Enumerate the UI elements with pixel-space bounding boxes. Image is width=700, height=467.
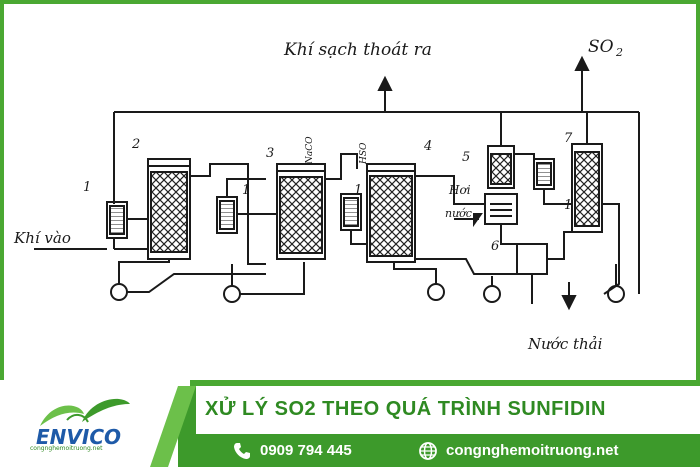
- globe-icon: [419, 442, 437, 460]
- steam-label: Hơi: [448, 183, 471, 197]
- footer-website[interactable]: congnghemoitruong.net: [446, 442, 619, 459]
- logo-wordmark: ENVICO: [36, 425, 121, 449]
- unit-label-7: 7: [564, 131, 573, 146]
- pump-1: [110, 283, 128, 301]
- unit-label-6: 6: [491, 239, 499, 254]
- footer-top-strip: [0, 380, 700, 386]
- pump-4: [483, 285, 501, 303]
- gas-in-label: Khí vào: [13, 229, 71, 247]
- clean-gas-label: Khí sạch thoát ra: [283, 40, 432, 60]
- h2so4-label: HSO: [359, 142, 369, 165]
- unit-label-1c: 1: [354, 183, 362, 198]
- unit-label-5: 5: [462, 150, 470, 165]
- column-4: [366, 163, 416, 263]
- process-diagram: Khí sạch thoát ra SO 2 Khí vào Hơi nước …: [4, 4, 696, 380]
- so2-label: SO: [588, 37, 614, 57]
- unit-label-4: 4: [423, 139, 432, 154]
- pump-5: [607, 285, 625, 303]
- waste-water-label: Nước thải: [527, 335, 603, 353]
- top-border: [0, 0, 700, 4]
- logo-subtext: congnghemoitruong.net: [30, 445, 103, 452]
- footer-shapes: [150, 386, 700, 467]
- na2co3-label: NaCO: [305, 136, 315, 165]
- right-border: [696, 0, 700, 380]
- process-diagram-svg: Khí sạch thoát ra SO 2 Khí vào Hơi nước …: [13, 37, 640, 353]
- pump-2: [223, 285, 241, 303]
- unit-label-2: 2: [131, 137, 140, 152]
- pump-3: [427, 283, 445, 301]
- unit-label-1d: 1: [564, 198, 572, 213]
- water-label: nước: [445, 207, 472, 220]
- unit-label-1b: 1: [242, 183, 250, 198]
- footer-title: XỬ LÝ SO2 THEO QUÁ TRÌNH SUNFIDIN: [205, 398, 606, 420]
- envico-logo: ENVICO: [36, 398, 130, 449]
- tank-6: [516, 243, 548, 275]
- footer: XỬ LÝ SO2 THEO QUÁ TRÌNH SUNFIDIN 0909 7…: [0, 380, 700, 467]
- phone-icon: [234, 443, 250, 459]
- unit-label-3: 3: [266, 146, 274, 161]
- unit-label-1a: 1: [83, 180, 91, 195]
- footer-phone[interactable]: 0909 794 445: [260, 442, 352, 459]
- column-3: [276, 163, 326, 260]
- left-border: [0, 0, 4, 380]
- so2-subscript: 2: [615, 46, 623, 59]
